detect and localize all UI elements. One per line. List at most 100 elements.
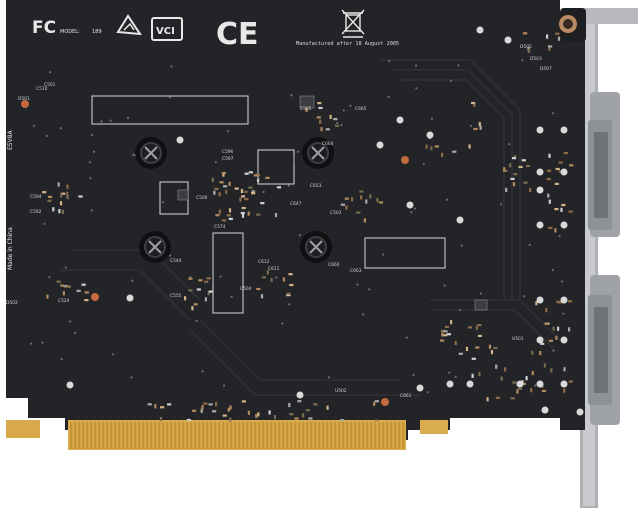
via — [458, 309, 461, 312]
fcc-mark: FC — [32, 18, 56, 38]
via — [296, 391, 304, 399]
smd-part — [256, 173, 261, 176]
smd-part — [568, 210, 573, 213]
via — [298, 234, 301, 237]
smd-part — [227, 407, 230, 412]
gold-finger — [194, 422, 197, 449]
smd-part — [430, 146, 433, 151]
smd-part — [558, 301, 563, 304]
gold-finger — [138, 422, 141, 449]
smd-part — [56, 280, 61, 283]
via — [523, 295, 526, 298]
gold-finger — [230, 422, 233, 449]
smd-part — [305, 107, 308, 112]
smd-part — [340, 419, 345, 422]
via — [92, 150, 96, 153]
via — [74, 332, 77, 335]
gold-finger — [74, 422, 77, 449]
svg-text:VCI: VCI — [156, 26, 175, 37]
smd-part — [198, 279, 203, 282]
gold-finger — [318, 422, 321, 449]
smd-part — [213, 190, 216, 195]
smd-part — [561, 203, 566, 207]
smd-part — [228, 181, 231, 186]
smd-part — [208, 290, 213, 293]
via — [41, 341, 44, 344]
smd-part — [340, 203, 345, 206]
smd-part — [548, 226, 553, 229]
via — [536, 380, 544, 388]
via — [414, 207, 417, 210]
smd-part — [547, 193, 550, 198]
via — [560, 168, 568, 176]
gold-finger — [354, 422, 357, 449]
smd-part — [471, 357, 476, 360]
smd-part — [273, 415, 277, 420]
gold-finger — [342, 422, 345, 449]
smd-part — [548, 46, 551, 51]
via — [257, 177, 260, 180]
via — [516, 380, 524, 388]
gold-finger — [134, 422, 137, 449]
smd-part — [240, 211, 245, 215]
gold-finger — [274, 422, 277, 449]
screw-icon — [139, 231, 171, 263]
smd-part — [76, 289, 81, 292]
gold-finger — [114, 422, 117, 449]
via — [327, 376, 330, 379]
gold-finger — [330, 422, 333, 449]
gold-finger — [122, 422, 125, 449]
component-label: D501 — [18, 96, 30, 102]
via — [170, 65, 173, 68]
smd-part — [468, 144, 471, 149]
via — [396, 116, 404, 124]
via — [448, 371, 451, 374]
via — [88, 161, 91, 164]
via — [195, 319, 198, 322]
smd-part — [552, 326, 555, 331]
via — [161, 201, 164, 204]
component-label: D507 — [540, 66, 552, 72]
smd-part — [316, 116, 321, 119]
gold-finger — [158, 422, 161, 449]
smd-part — [344, 197, 349, 200]
smd-part — [218, 209, 221, 214]
smd-part — [282, 277, 285, 282]
smd-part — [373, 401, 376, 406]
smd-part — [200, 408, 203, 413]
via — [552, 349, 555, 352]
via — [536, 221, 544, 229]
smd-part — [64, 285, 69, 288]
smd-part — [495, 364, 498, 369]
gold-finger — [282, 422, 285, 449]
smd-part — [159, 416, 163, 422]
smd-part — [320, 127, 323, 132]
smd-part — [333, 118, 338, 121]
via — [296, 150, 299, 153]
svg-text:FC: FC — [32, 18, 56, 38]
smd-part — [253, 174, 258, 177]
gold-finger — [218, 422, 221, 449]
smd-part — [512, 381, 517, 384]
smd-part — [160, 406, 165, 409]
via — [131, 279, 134, 282]
component-label: C663 — [350, 268, 362, 274]
serial-code: E5V8A — [7, 129, 14, 150]
via — [410, 211, 413, 214]
smd-part — [568, 380, 573, 383]
vcci-mark: VCI — [151, 17, 183, 41]
component-label: C505 — [300, 106, 312, 112]
gold-finger — [170, 422, 173, 449]
smd-part — [270, 277, 273, 283]
via — [469, 124, 472, 127]
via — [387, 95, 390, 98]
gold-finger — [370, 422, 373, 449]
model-number: 189 — [92, 29, 102, 35]
via — [508, 143, 511, 146]
smd-part — [543, 363, 546, 368]
smd-part — [465, 346, 469, 351]
smd-components — [21, 32, 574, 422]
smd-part — [154, 404, 157, 409]
via — [176, 136, 184, 144]
smd-part — [467, 326, 472, 329]
